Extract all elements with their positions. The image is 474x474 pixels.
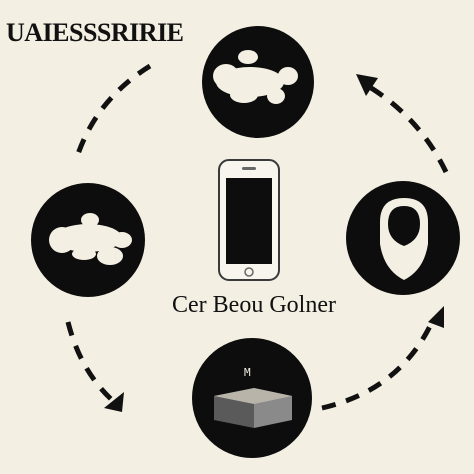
box-label: M (244, 366, 251, 379)
arrowhead-right-top (356, 74, 378, 96)
open-box-icon (214, 388, 292, 428)
arrow-right-to-top (366, 83, 449, 174)
arrowhead-left-bottom (104, 392, 124, 412)
animal-silhouette-icon (213, 50, 298, 104)
arrow-left-to-bottom (65, 321, 114, 402)
node-bottom (192, 338, 312, 458)
node-top (202, 26, 314, 138)
arrow-top-to-left (73, 63, 152, 161)
arrowhead-bottom-right (428, 306, 444, 328)
arrow-bottom-to-right (321, 320, 435, 411)
diagram-title: UAIESSSRIRIE (6, 18, 184, 47)
smartphone-icon (218, 159, 280, 281)
animal-silhouette-icon (49, 213, 132, 265)
shield-badge-icon (380, 198, 428, 280)
node-right (346, 181, 460, 295)
node-left (31, 183, 145, 297)
center-caption: Cer Beou Golner (172, 292, 336, 318)
